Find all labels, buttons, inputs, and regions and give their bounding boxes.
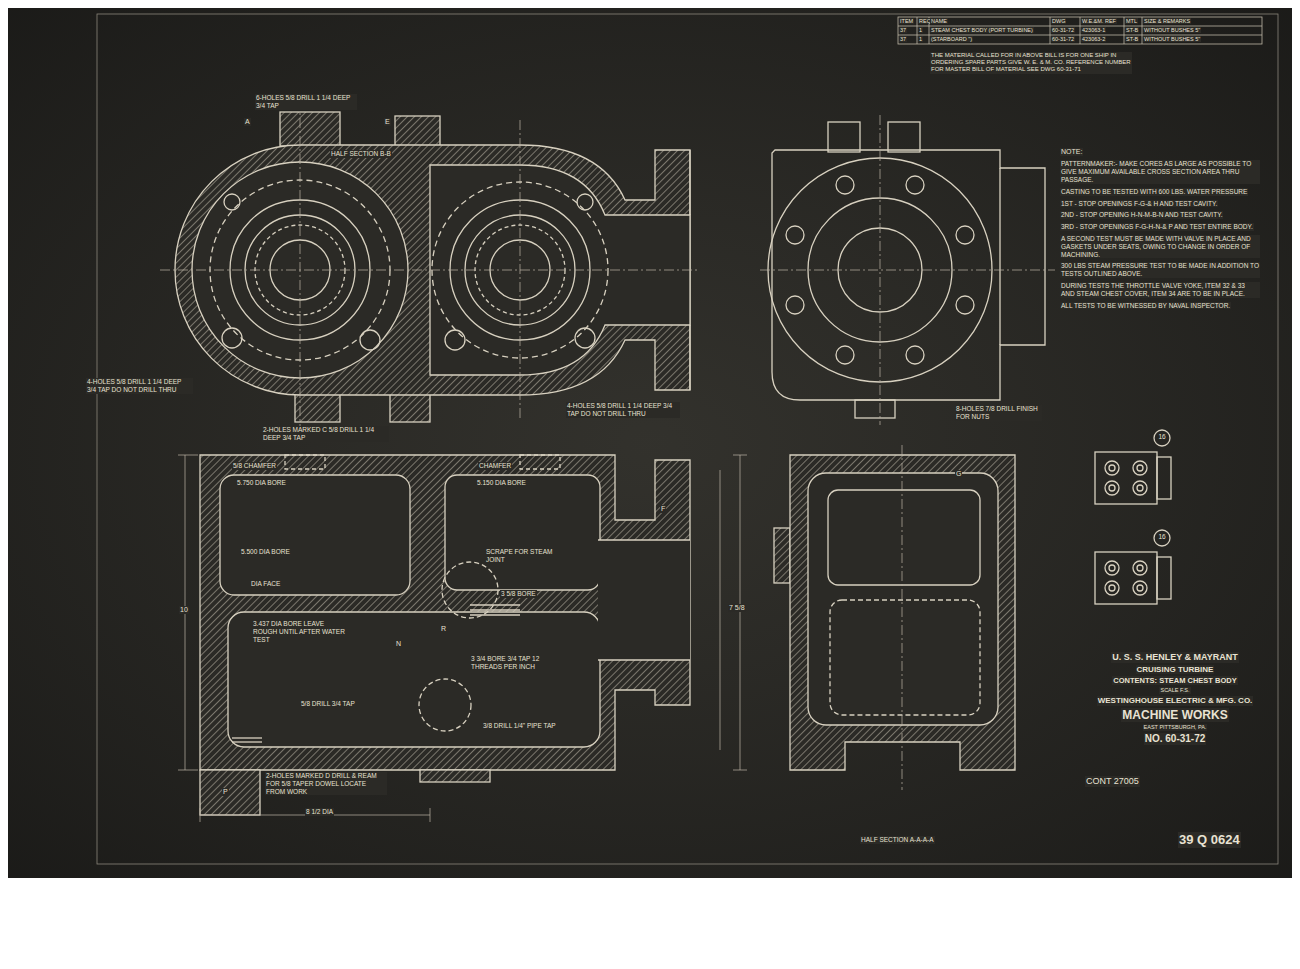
note-text: 2ND - STOP OPENING H-N-M-B-N AND TEST CA… (1060, 211, 1223, 219)
dimension-note: 5/8 DRILL 3/4 TAP (300, 700, 356, 708)
title-block-text: EAST PITTSBURGH, PA. (1143, 724, 1208, 731)
table-cell: 37 (899, 36, 907, 42)
table-cell: 60-31-72 (1051, 27, 1075, 33)
dimension-note: 3/8 DRILL 1/4" PIPE TAP (482, 722, 579, 730)
table-cell: WITHOUT BUSHES 5" (1143, 27, 1201, 33)
title-block-text: CONTENTS: STEAM CHEST BODY (1112, 676, 1237, 685)
dimension-note: 5/8 CHAMFER (232, 462, 277, 470)
table-cell: 1 (918, 36, 923, 42)
dimension-note: 3.437 DIA BORE LEAVE ROUGH UNTIL AFTER W… (252, 620, 349, 643)
callout-number: 16 (1154, 433, 1170, 441)
title-block-text: NO. 60-31-72 (1144, 733, 1207, 745)
table-cell: ST-B (1125, 36, 1139, 42)
table-cell: W.E.&M. REF (1081, 18, 1117, 24)
note-text: A SECOND TEST MUST BE MADE WITH VALVE IN… (1060, 235, 1260, 258)
dimension-note: 5.750 DIA BORE (236, 479, 287, 487)
table-cell: SIZE & REMARKS (1143, 18, 1191, 24)
table-cell: WITHOUT BUSHES 5" (1143, 36, 1201, 42)
dimension-note: HALF SECTION A-A-A-A (860, 836, 935, 844)
table-cell: STEAM CHEST BODY (PORT TURBINE) (930, 27, 1034, 33)
dimension-note: 39 Q 0624 (1178, 832, 1241, 848)
table-cell: 1 (918, 27, 923, 33)
note-text: 1ST - STOP OPENINGS F-G-& H AND TEST CAV… (1060, 200, 1218, 208)
note-text: ALL TESTS TO BE WITNESSED BY NAVAL INSPE… (1060, 302, 1231, 310)
title-block-text: WESTINGHOUSE ELECTRIC & MFG. CO. (1097, 696, 1254, 706)
dimension-note: CONT 27005 (1085, 776, 1140, 787)
dimension-note: 2-HOLES MARKED C 5/8 DRILL 1 1/4 DEEP 3/… (262, 426, 389, 442)
table-cell: 37 (899, 27, 907, 33)
title-block-text: MACHINE WORKS (1121, 708, 1228, 722)
dimension-note: THE MATERIAL CALLED FOR IN ABOVE BILL IS… (930, 52, 1132, 74)
dimension-note: DIA FACE (250, 580, 281, 588)
table-cell: DWG (1051, 18, 1066, 24)
callout-number: 16 (1154, 533, 1170, 541)
dimension-note: 7 5/8 (728, 604, 746, 612)
view-letter: A (244, 118, 251, 126)
dimension-note: 10 (179, 606, 189, 614)
dimension-note: 4-HOLES 5/8 DRILL 1 1/4 DEEP 3/4 TAP DO … (86, 378, 193, 394)
table-cell: ITEM (899, 18, 914, 24)
drawing-title: U. S. S. HENLEY & MAYRANT (1111, 652, 1239, 663)
note-text: DURING TESTS THE THROTTLE VALVE YOKE, IT… (1060, 282, 1260, 298)
title-block: U. S. S. HENLEY & MAYRANT CRUISING TURBIN… (1070, 652, 1280, 745)
table-cell: ST-B (1125, 27, 1139, 33)
dimension-note: 5.500 DIA BORE (240, 548, 291, 556)
dimension-note: 8 1/2 DIA (305, 808, 334, 816)
dimension-note: 8-HOLES 7/8 DRILL FINISH FOR NUTS (955, 405, 1042, 421)
dimension-note: HALF SECTION B-B (330, 150, 392, 158)
dimension-note: 2-HOLES MARKED D DRILL & REAM FOR 5/8 TA… (265, 772, 387, 795)
title-block-text: CRUISING TURBINE (1136, 665, 1215, 675)
view-letter: F (660, 505, 666, 513)
note-text: PATTERNMAKER:- MAKE CORES AS LARGE AS PO… (1060, 160, 1260, 183)
dimension-note: CHAMFER (478, 462, 512, 470)
note-text: 300 LBS STEAM PRESSURE TEST TO BE MADE I… (1060, 262, 1260, 278)
view-letter: P (222, 788, 229, 796)
view-letter: N (395, 640, 402, 648)
note-text: NOTE: (1060, 148, 1083, 156)
note-text: 3RD - STOP OPENINGS F-G-H-N-& P AND TEST… (1060, 223, 1254, 231)
view-letter: E (384, 118, 391, 126)
dimension-note: 6-HOLES 5/8 DRILL 1 1/4 DEEP 3/4 TAP (255, 94, 357, 110)
dimension-note: SCRAPE FOR STEAM JOINT (485, 548, 567, 564)
table-cell: 60-31-72 (1051, 36, 1075, 42)
dimension-note: 3 5/8 BORE (500, 590, 537, 598)
view-letter: R (440, 625, 447, 633)
table-cell: NAME (930, 18, 948, 24)
view-letter: G (955, 470, 962, 478)
table-cell: (STARBOARD ") (930, 36, 973, 42)
dimension-note: 3 3/4 BORE 3/4 TAP 12 THREADS PER INCH (470, 655, 557, 671)
notes-block: NOTE: PATTERNMAKER:- MAKE CORES AS LARGE … (1060, 148, 1260, 309)
table-cell: MTL (1125, 18, 1138, 24)
dimension-note: 5.150 DIA BORE (476, 479, 527, 487)
table-cell: 423063-2 (1081, 36, 1106, 42)
dimension-note: 4-HOLES 5/8 DRILL 1 1/4 DEEP 3/4 TAP DO … (566, 402, 680, 418)
table-cell: 423063-1 (1081, 27, 1106, 33)
title-block-text: SCALE F.S. (1159, 687, 1190, 694)
note-text: CASTING TO BE TESTED WITH 600 LBS. WATER… (1060, 188, 1248, 196)
